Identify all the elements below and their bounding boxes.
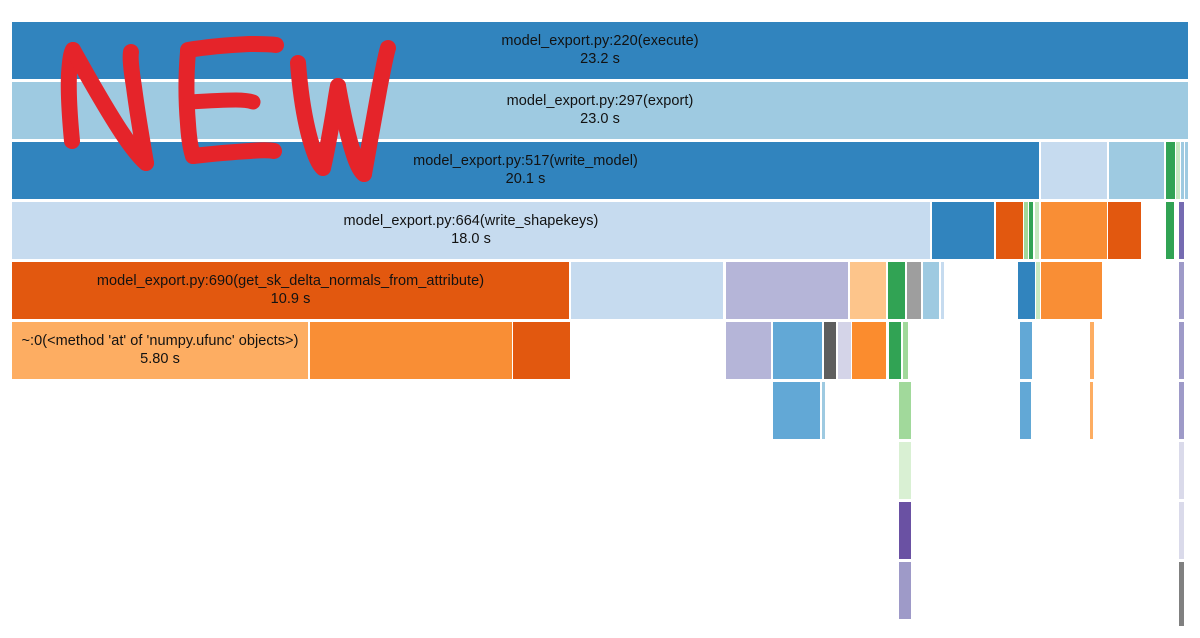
flame-frame[interactable]: [1090, 322, 1094, 379]
flame-frame[interactable]: [726, 322, 771, 379]
flame-frame[interactable]: [838, 322, 851, 379]
flame-frame-label: model_export.py:297(export): [506, 93, 694, 110]
flame-frame[interactable]: [1179, 262, 1184, 319]
flame-frame[interactable]: [1041, 202, 1107, 259]
flame-frame[interactable]: [1024, 202, 1028, 259]
flame-frame[interactable]: [1041, 262, 1102, 319]
flame-frame-time: 18.0 s: [451, 230, 491, 247]
flame-frame[interactable]: [726, 262, 848, 319]
flame-frame[interactable]: [1166, 202, 1174, 259]
flame-frame-label: model_export.py:517(write_model): [413, 153, 638, 170]
flame-frame[interactable]: [850, 262, 886, 319]
flame-frame[interactable]: [1179, 502, 1184, 559]
flame-frame-labeled[interactable]: model_export.py:517(write_model)20.1 s: [12, 142, 1039, 199]
flame-frame[interactable]: [907, 262, 921, 319]
flame-frame[interactable]: [1036, 262, 1040, 319]
flame-frame-label: model_export.py:220(execute): [501, 33, 699, 50]
flame-frame-time: 10.9 s: [270, 290, 311, 307]
flame-frame[interactable]: [822, 382, 825, 439]
flame-frame[interactable]: [1179, 596, 1184, 626]
flame-frame[interactable]: [824, 322, 836, 379]
flame-frame[interactable]: [899, 562, 911, 619]
flame-frame[interactable]: [903, 322, 908, 379]
flame-frame-time: 23.0 s: [580, 110, 620, 127]
flame-frame[interactable]: [1181, 142, 1184, 199]
flame-frame[interactable]: [1179, 202, 1184, 259]
flame-frame[interactable]: [1020, 322, 1032, 379]
flame-frame[interactable]: [899, 442, 911, 499]
flame-frame[interactable]: [899, 502, 911, 559]
flame-frame[interactable]: [1179, 562, 1184, 619]
flame-frame-label: ~:0(<method 'at' of 'numpy.ufunc' object…: [21, 333, 299, 350]
flame-frame[interactable]: [941, 262, 944, 319]
flame-frame-labeled[interactable]: model_export.py:297(export)23.0 s: [12, 82, 1188, 139]
flame-frame[interactable]: [1179, 322, 1184, 379]
flame-frame-label: model_export.py:664(write_shapekeys): [343, 213, 599, 230]
flame-frame-labeled[interactable]: model_export.py:220(execute)23.2 s: [12, 22, 1188, 79]
flame-frame[interactable]: [932, 202, 994, 259]
flame-frame[interactable]: [1018, 262, 1035, 319]
flame-frame[interactable]: [1109, 142, 1164, 199]
flame-frame-labeled[interactable]: model_export.py:664(write_shapekeys)18.0…: [12, 202, 930, 259]
flame-frame[interactable]: [1108, 202, 1141, 259]
flame-frame[interactable]: [923, 262, 939, 319]
flame-frame[interactable]: [1020, 382, 1031, 439]
flame-frame-labeled[interactable]: model_export.py:690(get_sk_delta_normals…: [12, 262, 569, 319]
flame-frame-time: 20.1 s: [505, 170, 546, 187]
flame-frame[interactable]: [889, 322, 901, 379]
flame-frame[interactable]: [1035, 202, 1039, 259]
flame-frame-label: model_export.py:690(get_sk_delta_normals…: [96, 273, 485, 290]
flame-frame[interactable]: [1179, 382, 1184, 439]
flame-frame[interactable]: [1166, 142, 1175, 199]
flame-frame[interactable]: [1029, 202, 1033, 259]
flame-frame[interactable]: [513, 322, 570, 379]
flame-frame[interactable]: [996, 202, 1023, 259]
flame-frame[interactable]: [888, 262, 905, 319]
flame-frame[interactable]: [773, 382, 820, 439]
flame-frame-labeled[interactable]: ~:0(<method 'at' of 'numpy.ufunc' object…: [12, 322, 308, 379]
flame-frame-time: 23.2 s: [580, 50, 620, 67]
flame-frame[interactable]: [1185, 142, 1188, 199]
flame-frame[interactable]: [773, 322, 822, 379]
flame-frame[interactable]: [1179, 442, 1184, 499]
flame-frame[interactable]: [1041, 142, 1107, 199]
flame-frame[interactable]: [899, 382, 911, 439]
flame-frame[interactable]: [571, 262, 723, 319]
flame-frame[interactable]: [1090, 382, 1093, 439]
flame-frame-time: 5.80 s: [140, 350, 180, 367]
flame-frame[interactable]: [852, 322, 886, 379]
flame-frame[interactable]: [1176, 142, 1180, 199]
flame-frame[interactable]: [310, 322, 512, 379]
